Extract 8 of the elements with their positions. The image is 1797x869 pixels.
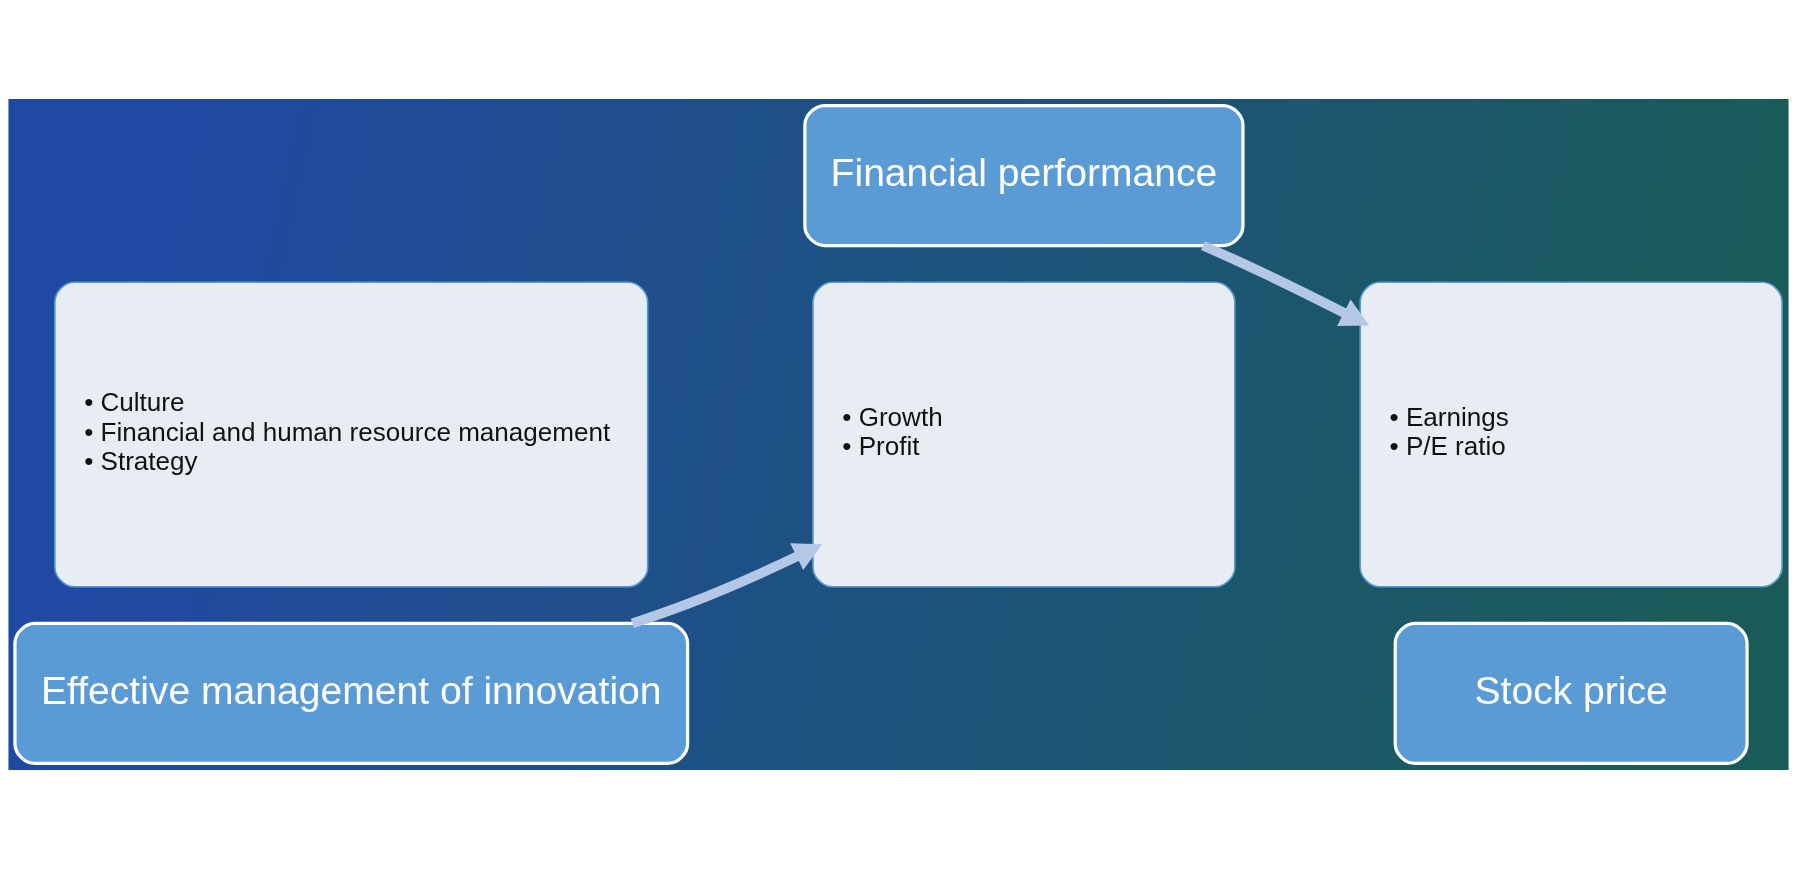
node-box: Financial performance (803, 103, 1245, 248)
arrow (1201, 241, 1370, 326)
node-box: • Earnings • P/E ratio (1359, 281, 1783, 588)
node-box: Effective management of innovation (13, 621, 690, 766)
node-box: • Growth • Profit (812, 281, 1236, 588)
arrow (630, 543, 823, 628)
node-box: • Culture • Financial and human resource management • Strategy (54, 281, 649, 588)
node-box: Stock price (1393, 621, 1749, 766)
